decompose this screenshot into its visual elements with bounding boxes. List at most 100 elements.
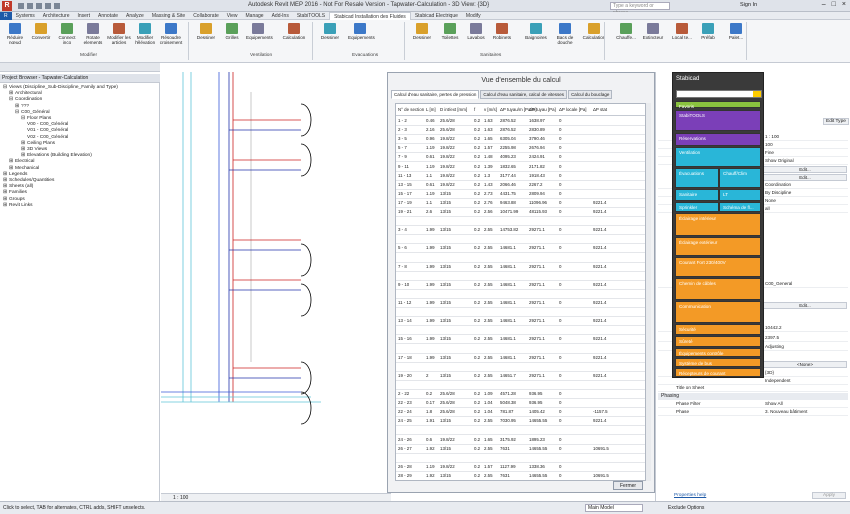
browser-node[interactable]: ⊞Legends	[3, 172, 27, 177]
ribbon-tab[interactable]: Annotate	[98, 12, 119, 19]
ribbon-tab[interactable]: Collaborate	[193, 12, 219, 19]
stabicad-category[interactable]: Éclairage intérieur	[675, 213, 761, 236]
ribbon-button[interactable]: Equipements	[246, 21, 273, 51]
browser-node[interactable]: ⊞Ceiling Plans	[21, 141, 55, 146]
dialog-tab[interactable]: Calcul d'eau sanitaire, calcul de vitess…	[480, 90, 568, 99]
properties-help-link[interactable]: Properties help	[674, 493, 707, 498]
stabicad-category[interactable]: Réservations	[675, 133, 761, 146]
dialog-scrollbar[interactable]	[646, 103, 651, 481]
expand-icon[interactable]: ⊞	[3, 190, 8, 196]
none-dropdown[interactable]: <None>	[763, 361, 847, 368]
browser-node[interactable]: ⊞Sheets (all)	[3, 184, 33, 189]
edit-button[interactable]: Edit...	[763, 174, 847, 181]
stabicad-category[interactable]: Communication	[675, 301, 761, 323]
stabicad-category[interactable]: Sanitaire	[675, 189, 719, 201]
stabicad-category[interactable]: Éclairage extérieur	[675, 237, 761, 256]
expand-icon[interactable]: ⊞	[21, 147, 26, 152]
expand-icon[interactable]: ⊞	[9, 165, 14, 171]
browser-node[interactable]: ⊟Views (Discipline_Sub-Discipline_Family…	[3, 85, 118, 90]
ribbon-button[interactable]: Réduire nœud	[3, 21, 27, 51]
expand-icon[interactable]: ⊞	[9, 159, 14, 165]
browser-node[interactable]: V00 - C00_Général	[27, 122, 68, 127]
close-button[interactable]: Fermer	[613, 481, 643, 490]
ribbon-button[interactable]: Connect inco	[55, 21, 79, 51]
ribbon-tab[interactable]: Add-Ins	[271, 12, 289, 19]
stabicad-category[interactable]: Système de bus	[675, 358, 761, 367]
expand-icon[interactable]: ⊞	[21, 140, 26, 146]
browser-node[interactable]: ⊞Architectural	[9, 91, 42, 96]
ribbon-button[interactable]: Toilettes	[438, 21, 462, 51]
dialog-tab[interactable]: Calcul du bouclage	[568, 90, 613, 99]
browser-node[interactable]: ⊞Groups	[3, 197, 25, 202]
ribbon-button[interactable]: Equipements	[348, 21, 375, 51]
ribbon-button[interactable]: Dessiner	[318, 21, 342, 51]
tab-file[interactable]: R	[0, 11, 12, 20]
stabicad-category[interactable]: Ventilation	[675, 147, 761, 167]
stabicad-category[interactable]: Équipements contrôle	[675, 348, 761, 357]
exclude-options-toggle[interactable]: Exclude Options	[668, 505, 705, 511]
expand-icon[interactable]: ⊞	[3, 184, 8, 190]
ribbon-tab[interactable]: Modify	[465, 12, 481, 19]
ribbon-tab[interactable]: Manage	[245, 12, 264, 19]
search-input[interactable]: Type a keyword or phrase	[610, 2, 670, 16]
ribbon-button[interactable]: Résoudre croisement	[159, 21, 183, 51]
expand-icon[interactable]: ⊟	[9, 97, 14, 103]
ribbon-button[interactable]: Lavabos	[464, 21, 488, 51]
ribbon-button[interactable]: Rotate elements	[81, 21, 105, 51]
browser-node[interactable]: ⊞Mechanical	[9, 166, 39, 171]
ribbon-tab[interactable]: StabiTOOLS	[296, 12, 326, 19]
expand-icon[interactable]: ⊞	[21, 153, 26, 159]
print-icon[interactable]	[54, 2, 60, 9]
browser-node[interactable]: V01 - C00_Général	[27, 128, 68, 133]
ribbon-tab[interactable]: Insert	[77, 12, 90, 19]
stabicad-category[interactable]: Sprinkler	[675, 202, 719, 212]
ribbon-tab[interactable]: Architecture	[42, 12, 70, 19]
ribbon-button[interactable]: Baignoires	[524, 21, 548, 51]
ribbon-button[interactable]: Bacs de douche	[553, 21, 577, 51]
expand-icon[interactable]: ⊟	[15, 109, 20, 115]
stabicad-category[interactable]: LT	[719, 189, 761, 201]
stabicad-category[interactable]: Sécurité	[675, 324, 761, 335]
ribbon-button[interactable]: Robinets	[490, 21, 514, 51]
stabicad-search-input[interactable]	[676, 90, 762, 98]
ribbon-button[interactable]: Local te...	[670, 21, 694, 51]
browser-node[interactable]: V02 - C00_Général	[27, 135, 68, 140]
stabicad-category[interactable]: Chemin de câbles	[675, 278, 761, 300]
maximize-icon[interactable]: □	[831, 1, 836, 8]
browser-node[interactable]: ⊟Coordination	[9, 97, 42, 102]
view-control-bar[interactable]: 1 : 100	[161, 493, 391, 501]
ribbon-button[interactable]: Dessiner	[410, 21, 434, 51]
stabicad-category[interactable]: Sûreté	[675, 336, 761, 347]
ribbon-tab[interactable]: Analyze	[126, 12, 144, 19]
stabicad-category[interactable]: Évacuations	[675, 168, 719, 188]
expand-icon[interactable]: ⊟	[3, 85, 8, 90]
ribbon-tab[interactable]: Systems	[15, 12, 35, 19]
search-icon[interactable]	[753, 91, 761, 97]
ribbon-button[interactable]: Extincteur	[641, 21, 665, 51]
stabicad-category[interactable]: Récepteurs de courant	[675, 368, 761, 377]
edit-type-button[interactable]: Edit Type	[823, 118, 849, 125]
browser-node[interactable]: ⊞Electrical	[9, 159, 35, 164]
browser-node[interactable]: ⊞Families	[3, 190, 27, 195]
expand-icon[interactable]: ⊞	[3, 202, 8, 208]
ribbon-button[interactable]: Préfab	[696, 21, 720, 51]
expand-icon[interactable]: ⊟	[21, 116, 26, 121]
open-icon[interactable]	[18, 2, 24, 9]
browser-node[interactable]: ⊞Elevations (Building Elevation)	[21, 153, 92, 158]
browser-node[interactable]: ⊞3D Views	[21, 147, 47, 152]
expand-icon[interactable]: ⊞	[3, 178, 8, 183]
ribbon-button[interactable]: Calculation	[582, 21, 606, 51]
ribbon-button[interactable]: Convertir	[29, 21, 53, 51]
stabicad-category[interactable]: Schéma de fl...	[719, 202, 761, 212]
ribbon-tab[interactable]: Massing & Site	[151, 12, 186, 19]
revit-logo-icon[interactable]: R	[2, 0, 12, 11]
stabicad-category[interactable]: Favoris	[675, 101, 761, 109]
expand-icon[interactable]: ⊞	[3, 171, 8, 177]
ribbon-tab[interactable]: View	[226, 12, 238, 19]
expand-icon[interactable]: ⊞	[9, 91, 14, 97]
ribbon-button[interactable]: Modifier les articles	[107, 21, 131, 51]
close-icon[interactable]: ×	[841, 1, 846, 8]
edit-button[interactable]: Edit...	[763, 302, 847, 309]
